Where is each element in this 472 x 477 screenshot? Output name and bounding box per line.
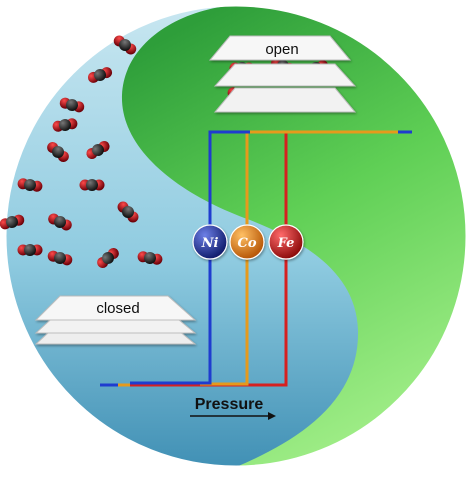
co2-molecule	[47, 142, 69, 162]
carbon-atom	[144, 252, 156, 264]
co2-molecule	[137, 251, 163, 265]
co2-molecule	[87, 67, 113, 83]
carbon-atom	[66, 99, 78, 111]
open-layer-stack: open	[208, 35, 357, 113]
co2-molecule	[47, 250, 73, 266]
pressure-axis: Pressure	[190, 396, 276, 420]
metal-badge-fe: Fe	[268, 224, 304, 260]
carbon-atom	[24, 179, 36, 191]
carbon-atom	[94, 69, 106, 81]
carbon-atom	[24, 244, 36, 256]
co2-molecule	[59, 97, 85, 113]
open-sheet-3	[213, 87, 357, 113]
carbon-atom	[54, 252, 66, 264]
carbon-atom	[119, 39, 131, 51]
oxygen-atom	[117, 201, 129, 213]
co2-molecule	[117, 201, 139, 223]
carbon-atom	[86, 179, 98, 191]
metal-circle	[229, 224, 265, 260]
carbon-atom	[52, 146, 64, 158]
co2-molecule	[97, 248, 119, 268]
closed-label: closed	[96, 300, 139, 317]
metal-badge-ni: Ni	[192, 224, 228, 260]
co2-molecule	[17, 244, 43, 256]
co2-molecule	[79, 179, 105, 191]
metal-symbol: Co	[237, 236, 256, 251]
carbon-atom	[54, 216, 66, 228]
open-label: open	[265, 41, 298, 58]
metal-symbol: Fe	[277, 236, 295, 251]
disc-outline	[3, 3, 469, 469]
metal-circle	[192, 224, 228, 260]
carbon-atom	[6, 216, 18, 228]
metal-badge-co: Co	[229, 224, 265, 260]
closed-layer-stack: closed	[34, 295, 197, 345]
co2-molecule	[17, 178, 43, 192]
co2-molecule	[113, 35, 137, 55]
metal-circle	[268, 224, 304, 260]
pressure-label: Pressure	[195, 396, 264, 413]
metal-badges: Ni Co Fe	[192, 224, 304, 260]
co2-molecule	[0, 214, 25, 230]
metal-symbol: Ni	[201, 236, 219, 251]
co2-molecule	[48, 213, 72, 231]
closed-sheet-1	[34, 295, 197, 321]
open-sheet-2	[213, 63, 357, 87]
carbon-atom	[102, 252, 114, 264]
carbon-atom	[122, 206, 134, 218]
co2-molecule	[52, 118, 78, 132]
co2-molecule	[86, 141, 110, 159]
carbon-atom	[59, 119, 71, 131]
open-sheet-1	[208, 35, 352, 61]
pressure-arrow-icon	[268, 412, 276, 420]
carbon-atom	[92, 144, 104, 156]
